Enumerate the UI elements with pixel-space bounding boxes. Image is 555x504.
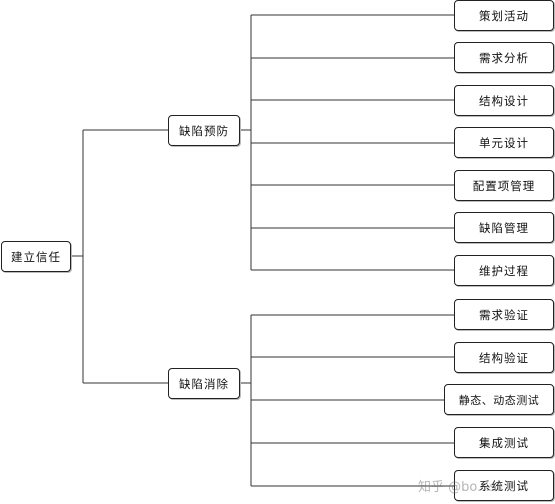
leaf-node: 单元设计 bbox=[454, 127, 554, 158]
leaf-node: 需求分析 bbox=[454, 42, 554, 73]
connector-branch-2 bbox=[240, 314, 454, 487]
leaf-node: 系统测试 bbox=[454, 470, 554, 501]
branch-node-elimination: 缺陷消除 bbox=[168, 368, 240, 399]
connector-branch-1 bbox=[240, 14, 454, 271]
watermark: 知乎 @bo...st bbox=[418, 480, 502, 495]
leaf-node: 维护过程 bbox=[454, 255, 554, 286]
leaf-node: 缺陷管理 bbox=[454, 212, 554, 243]
leaf-node: 结构设计 bbox=[454, 85, 554, 116]
leaf-node: 策划活动 bbox=[454, 0, 554, 31]
leaf-node: 需求验证 bbox=[454, 299, 554, 330]
leaf-node: 结构验证 bbox=[454, 342, 554, 373]
root-node: 建立信任 bbox=[1, 241, 71, 272]
leaf-node: 静态、动态测试 bbox=[444, 384, 554, 415]
leaf-node: 配置项管理 bbox=[454, 170, 554, 201]
branch-node-prevention: 缺陷预防 bbox=[168, 115, 240, 146]
connector-root bbox=[71, 129, 168, 384]
leaf-node: 集成测试 bbox=[454, 427, 554, 458]
